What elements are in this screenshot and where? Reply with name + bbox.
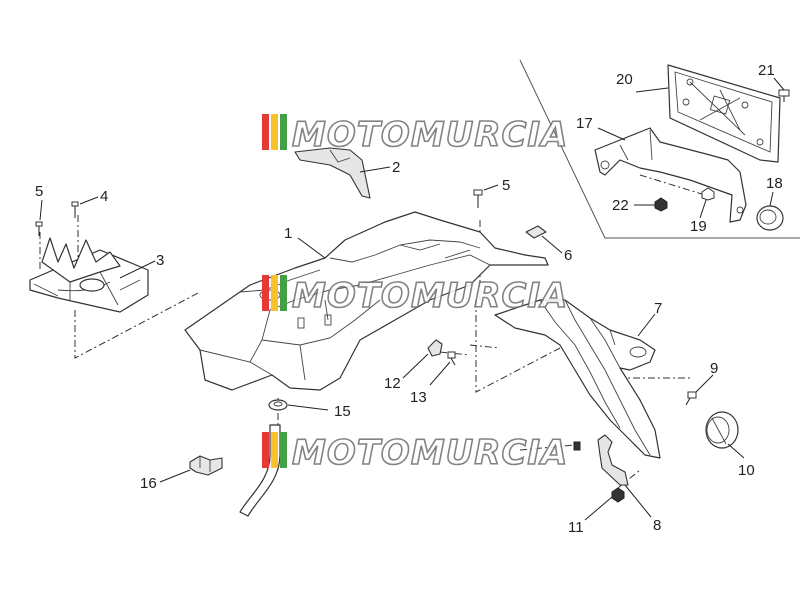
callout-5a: 5 xyxy=(35,183,43,200)
callout-22: 22 xyxy=(612,197,629,214)
callout-3: 3 xyxy=(156,252,164,269)
part-1-rear-undertray xyxy=(184,211,549,391)
watermark-bottom: MOTOMURCIA xyxy=(262,432,568,474)
part-15-grommet xyxy=(268,399,288,411)
callout-21: 21 xyxy=(758,62,775,79)
part-11-nut xyxy=(611,487,625,503)
drain-hose xyxy=(239,424,281,517)
watermark-text: MOTOMURCIA xyxy=(292,115,568,155)
callout-1: 1 xyxy=(284,225,292,242)
callout-20: 20 xyxy=(616,71,633,88)
callout-19: 19 xyxy=(690,218,707,235)
callout-16: 16 xyxy=(140,475,157,492)
part-9-screw xyxy=(685,391,697,406)
part-2-hugger xyxy=(294,147,371,199)
screws-left xyxy=(35,201,79,236)
watermark-middle: MOTOMURCIA xyxy=(262,275,568,317)
part-19-nut xyxy=(701,187,715,201)
callout-17: 17 xyxy=(576,115,593,132)
part-6-clip xyxy=(525,225,547,239)
callout-12: 12 xyxy=(384,375,401,392)
screw-fender xyxy=(573,441,581,451)
part-12-13-nut-screw xyxy=(427,339,456,366)
callout-2: 2 xyxy=(392,159,400,176)
callout-18: 18 xyxy=(766,175,783,192)
callout-6: 6 xyxy=(564,247,572,264)
part-16-clamp xyxy=(189,455,223,476)
part-17-plate-bracket xyxy=(594,127,747,223)
leader-lines xyxy=(39,77,785,521)
callout-13: 13 xyxy=(410,389,427,406)
callout-8: 8 xyxy=(653,517,661,534)
part-7-rear-fender xyxy=(494,299,661,459)
callout-10: 10 xyxy=(738,462,755,479)
part-3-battery-tray xyxy=(29,237,149,313)
callout-4: 4 xyxy=(100,188,108,205)
part-8-bracket xyxy=(597,434,629,486)
callout-7: 7 xyxy=(654,300,662,317)
watermark-text: MOTOMURCIA xyxy=(292,276,568,316)
inset-boundary xyxy=(519,59,800,239)
callout-9: 9 xyxy=(710,360,718,377)
part-10-reflector xyxy=(705,411,739,449)
callout-5b: 5 xyxy=(502,177,510,194)
callout-11: 11 xyxy=(568,519,584,536)
part-22-nut xyxy=(654,197,668,212)
part-18-plug xyxy=(756,205,784,231)
screw-center xyxy=(473,189,483,208)
watermark-top: MOTOMURCIA xyxy=(262,114,568,156)
callout-labels: 1 2 3 4 5 5 6 7 8 9 10 11 12 13 15 16 17… xyxy=(35,62,783,536)
watermark-text: MOTOMURCIA xyxy=(292,433,568,473)
callout-15: 15 xyxy=(334,403,351,420)
part-20-license-plate xyxy=(667,64,781,163)
